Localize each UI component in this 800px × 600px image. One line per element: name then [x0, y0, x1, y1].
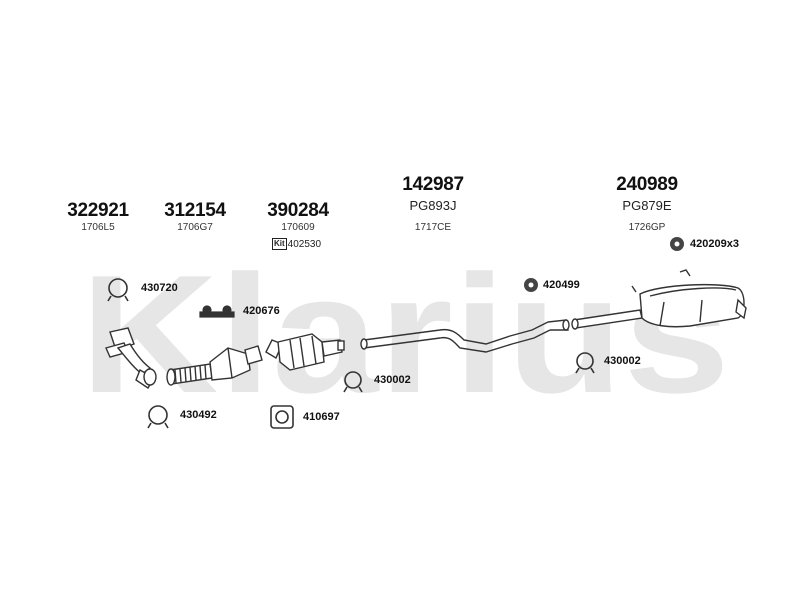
clamp-ring-icon: [343, 371, 363, 393]
kit-number: 402530: [287, 238, 322, 250]
ref-170609: 170609: [281, 222, 315, 233]
clamp-ring-icon: [147, 405, 169, 429]
rubber-ring-icon: [670, 237, 684, 251]
kit-label[interactable]: Kit 402530: [272, 238, 321, 250]
part-number-312154[interactable]: 312154: [164, 200, 226, 221]
rubber-ring-icon: [524, 278, 538, 292]
kit-badge: Kit: [272, 238, 287, 250]
clamp-ring-icon: [575, 352, 595, 374]
front-downpipe: [105, 327, 157, 389]
ref-1726GP: 1726GP: [628, 222, 666, 233]
part-number-322921[interactable]: 322921: [67, 200, 129, 221]
rubber-mount-icon: [199, 305, 235, 318]
accessory-430002-a[interactable]: 430002: [374, 374, 411, 386]
part-number-240989[interactable]: 240989: [616, 174, 678, 195]
accessory-430720[interactable]: 430720: [141, 282, 178, 294]
ref-1717CE: 1717CE: [414, 222, 452, 233]
accessory-410697[interactable]: 410697: [303, 411, 340, 423]
part-number-390284[interactable]: 390284: [267, 200, 329, 221]
gasket-icon: [270, 405, 294, 429]
oe-PG879E: PG879E: [622, 198, 672, 213]
rear-silencer: [571, 269, 747, 330]
ref-1706L5: 1706L5: [81, 222, 115, 233]
ref-1706G7: 1706G7: [177, 222, 213, 233]
accessory-430492[interactable]: 430492: [180, 409, 217, 421]
catalytic-converter: [265, 333, 345, 371]
accessory-420676[interactable]: 420676: [243, 305, 280, 317]
part-number-142987[interactable]: 142987: [402, 174, 464, 195]
centre-pipe: [360, 319, 570, 353]
flex-pipe: [166, 345, 263, 386]
accessory-420499[interactable]: 420499: [543, 279, 580, 291]
accessory-420209x3[interactable]: 420209x3: [690, 238, 739, 250]
oe-PG893J: PG893J: [409, 198, 457, 213]
clamp-ring-icon: [107, 278, 129, 302]
accessory-430002-b[interactable]: 430002: [604, 355, 641, 367]
